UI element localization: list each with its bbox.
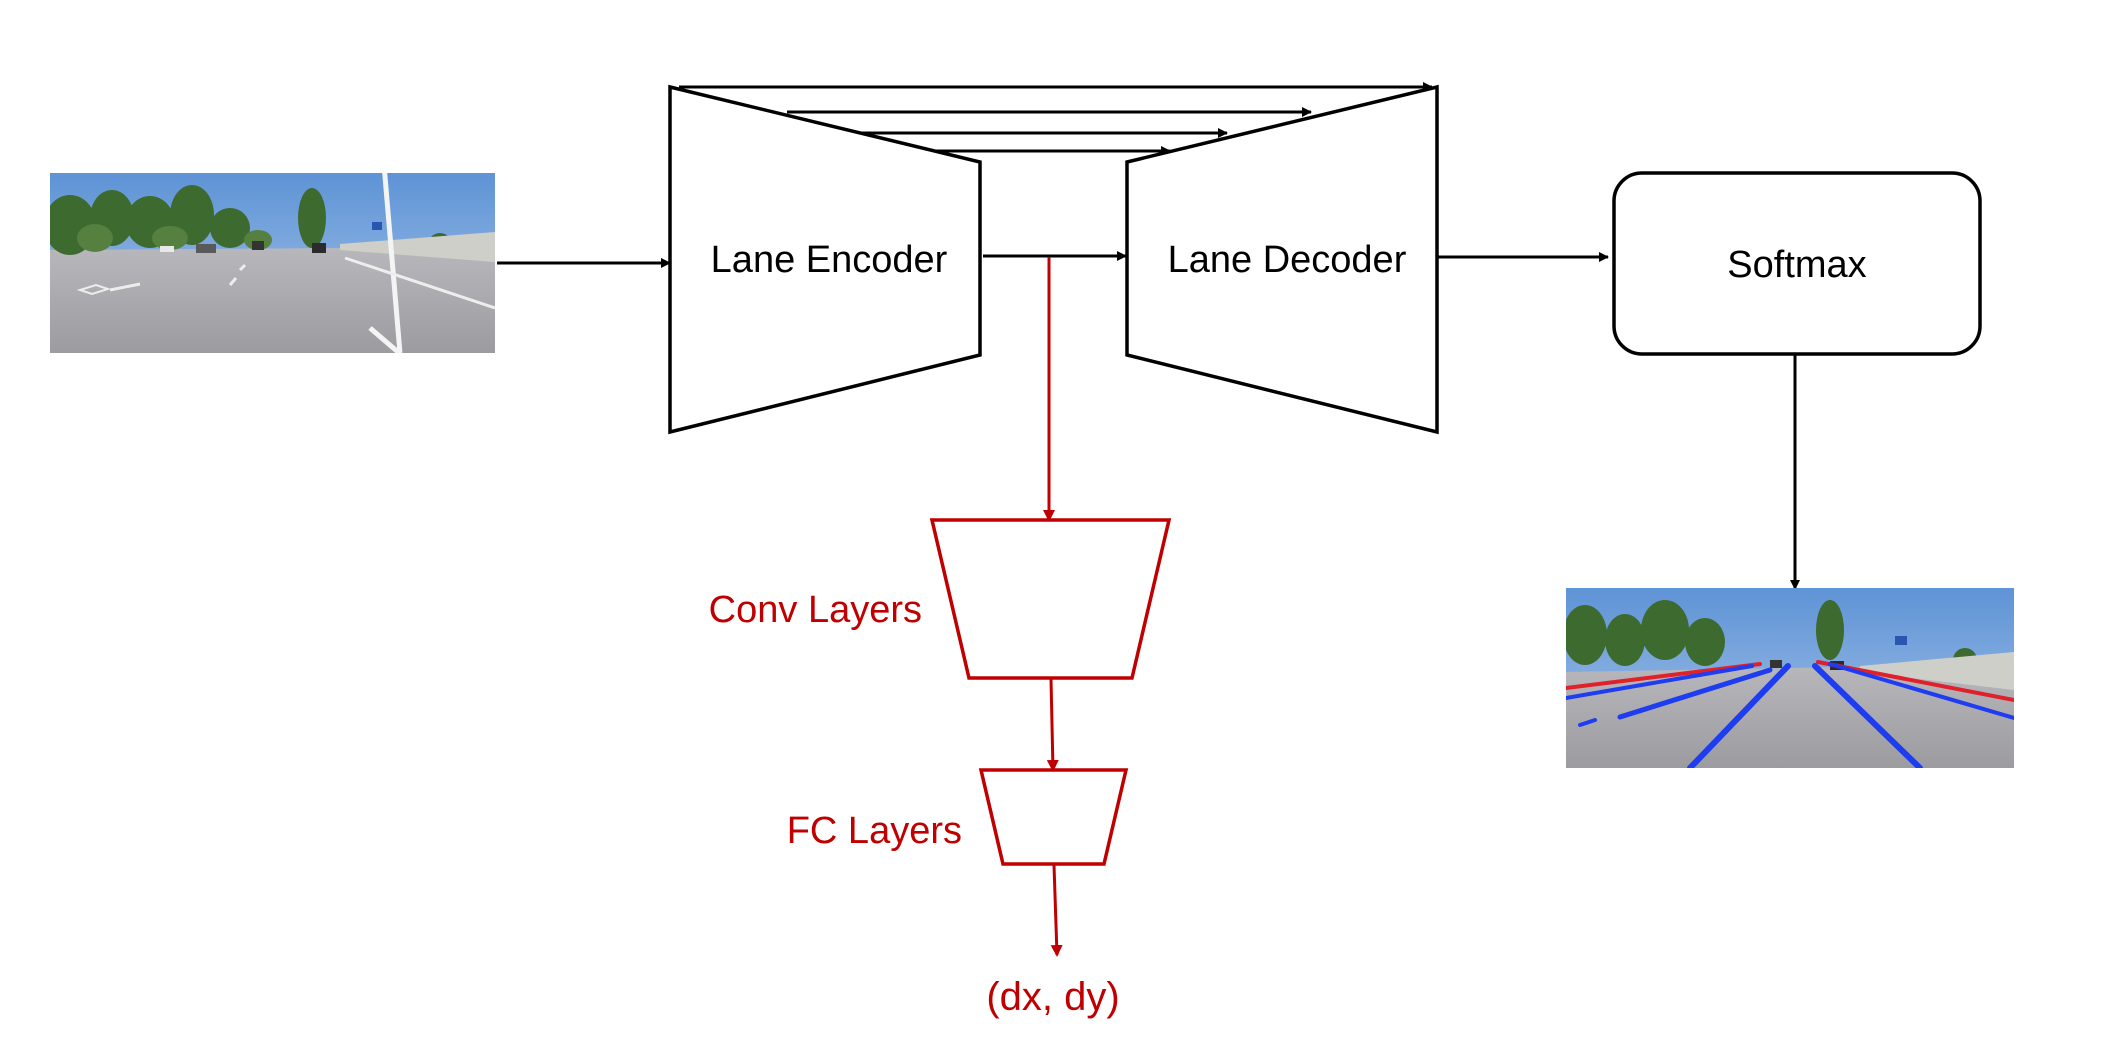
- conv-layers-shape: [929, 518, 1172, 680]
- softmax-box: [1612, 171, 1982, 356]
- output-label: (dx, dy): [986, 975, 1119, 1019]
- conv-layers-label: Conv Layers: [709, 589, 922, 631]
- softmax-label: Softmax: [1727, 244, 1866, 286]
- fc-layers-shape: [978, 768, 1129, 866]
- lane-prediction-image: [1566, 588, 2014, 768]
- decoder-shape: [1125, 84, 1439, 435]
- fc-layers-label: FC Layers: [787, 810, 962, 852]
- arrow-conv-to-fc: [1046, 678, 1059, 772]
- arrow-fc-to-output: [1050, 864, 1063, 957]
- decoder-label: Lane Decoder: [1168, 239, 1407, 281]
- encoder-label: Lane Encoder: [711, 239, 948, 281]
- skip-connections: [679, 82, 1433, 156]
- input-road-image: [50, 173, 495, 353]
- encoder-shape: [668, 84, 982, 435]
